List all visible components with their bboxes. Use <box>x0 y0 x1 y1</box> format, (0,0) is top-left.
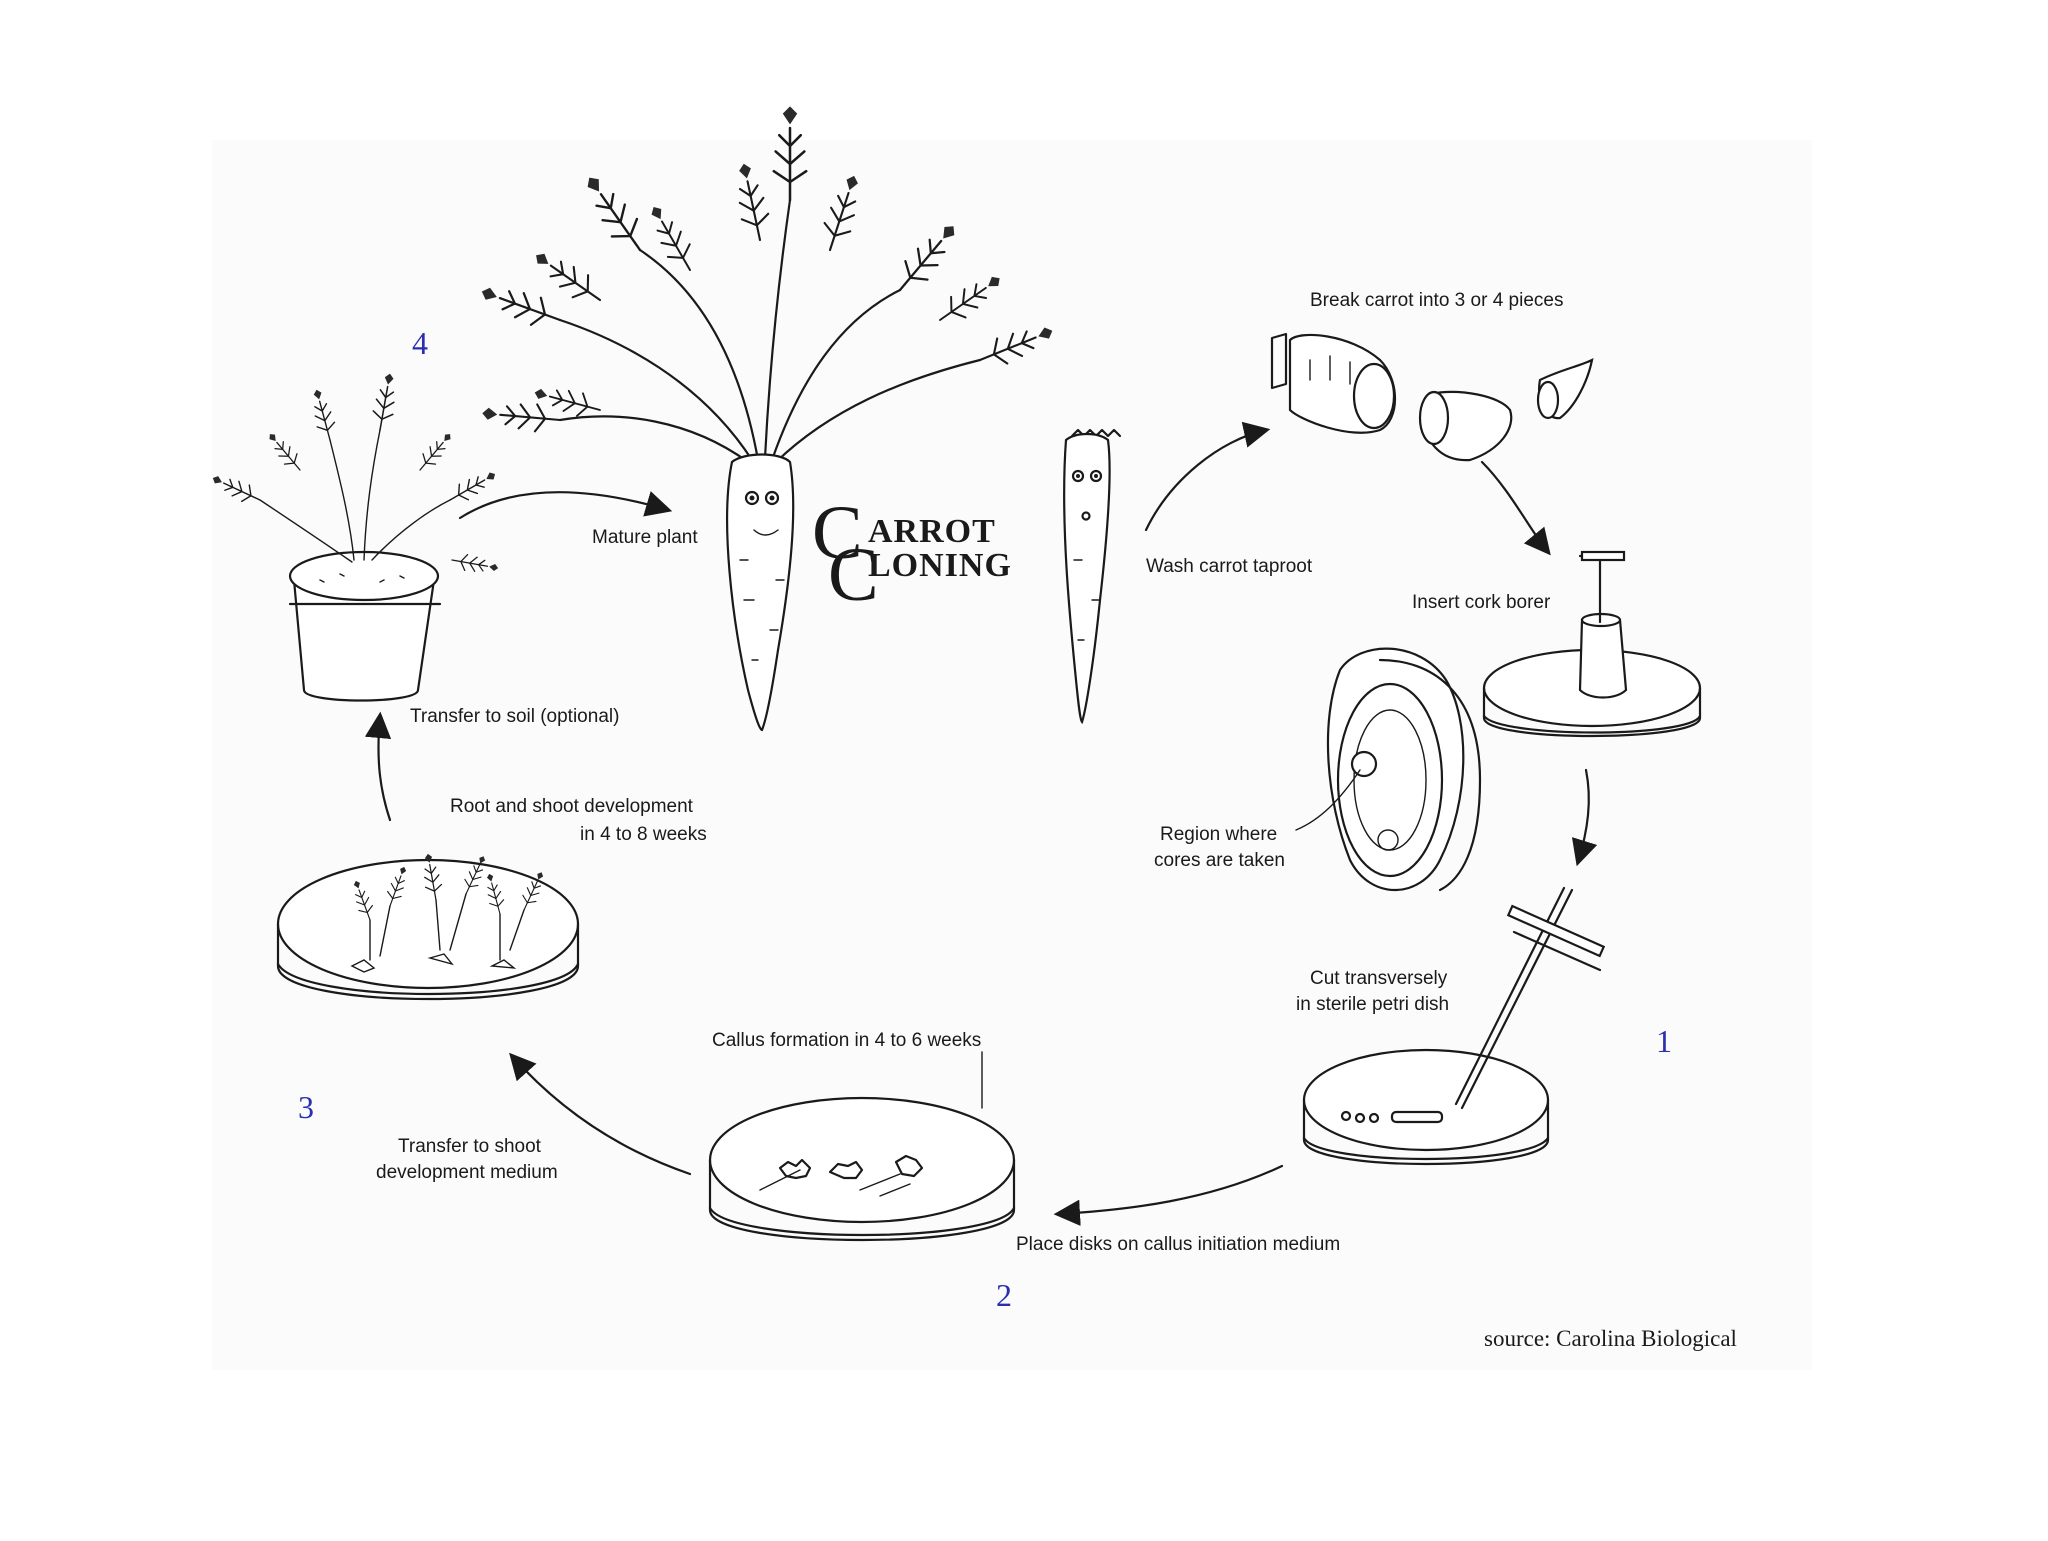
cut-disks-dish-illustration <box>1302 886 1606 1166</box>
caption-region-line-2: cores are taken <box>1154 850 1285 871</box>
arrow-break-to-borer <box>1480 460 1551 556</box>
caption-root-shoot-line-1: Root and shoot development <box>450 796 694 817</box>
mature-carrot-plant-illustration <box>475 105 1059 732</box>
caption-transfer-shoot-line-1: Transfer to shoot <box>398 1136 542 1157</box>
caption-wash-taproot: Wash carrot taproot <box>1146 556 1313 577</box>
caption-transfer-soil: Transfer to soil (optional) <box>410 706 619 727</box>
title-line-2: LONING <box>868 547 1012 584</box>
paper-panel <box>212 140 1812 1370</box>
arrow-pot-to-mature <box>458 491 673 520</box>
caption-break-carrot: Break carrot into 3 or 4 pieces <box>1310 290 1563 311</box>
arrow-cut-to-callus <box>1053 1164 1284 1226</box>
arrow-callus-to-shoot <box>509 1052 692 1176</box>
title-block: C C ARROT LONING <box>812 491 1012 617</box>
caption-callus-formation: Callus formation in 4 to 6 weeks <box>712 1030 981 1051</box>
potted-plant-illustration <box>208 371 501 702</box>
caption-cut-line-2: in sterile petri dish <box>1296 994 1449 1015</box>
step-number-2: 2 <box>996 1277 1012 1313</box>
shoot-dish-illustration <box>276 851 580 1001</box>
cork-borer-dish-illustration <box>1482 550 1702 738</box>
source-credit: source: Carolina Biological <box>1484 1326 1737 1351</box>
caption-region-line-1: Region where <box>1160 824 1277 845</box>
callus-dish-illustration <box>708 1096 1016 1242</box>
arrow-shoot-to-soil <box>364 711 392 822</box>
title-initial-c: C <box>812 491 863 575</box>
arrow-borer-to-cut <box>1571 768 1598 867</box>
title-line-1: ARROT <box>868 513 996 550</box>
caption-root-shoot-line-2: in 4 to 8 weeks <box>580 824 707 845</box>
caption-place-disks: Place disks on callus initiation medium <box>1016 1234 1340 1255</box>
caption-insert-cork-borer: Insert cork borer <box>1412 592 1551 613</box>
caption-cut-line-1: Cut transversely <box>1310 968 1448 989</box>
step-number-1: 1 <box>1656 1023 1672 1059</box>
step-number-4: 4 <box>412 325 428 361</box>
broken-carrot-pieces-illustration <box>1270 332 1594 462</box>
step-number-3: 3 <box>298 1089 314 1125</box>
title-initial-c-second: C <box>828 533 879 617</box>
caption-transfer-shoot-line-2: development medium <box>376 1162 558 1183</box>
arrow-wash-to-break <box>1144 421 1271 532</box>
carrot-cross-section-illustration <box>1295 647 1482 892</box>
caption-mature-plant: Mature plant <box>592 527 698 548</box>
washed-carrot-illustration <box>1063 428 1122 725</box>
